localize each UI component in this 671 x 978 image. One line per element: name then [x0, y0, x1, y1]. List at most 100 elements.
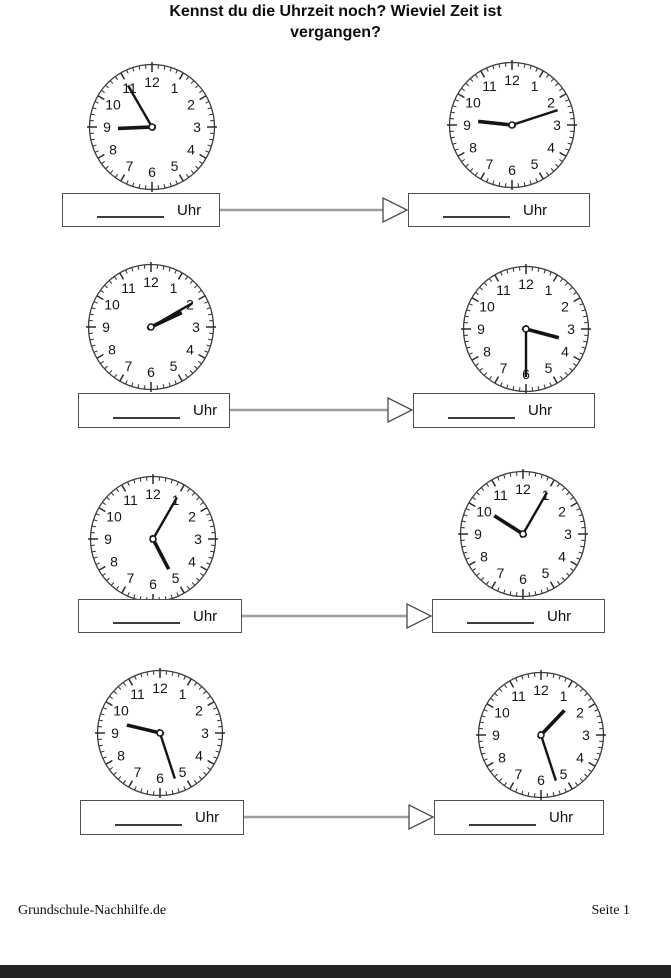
svg-text:12: 12 [144, 74, 160, 90]
unit-label: Uhr [193, 607, 218, 625]
svg-text:4: 4 [186, 341, 194, 357]
answer-blank-line [113, 416, 180, 419]
svg-text:5: 5 [545, 360, 553, 376]
answer-blank-line [113, 622, 180, 624]
svg-text:10: 10 [494, 704, 510, 720]
svg-text:11: 11 [123, 492, 138, 508]
unit-label: Uhr [549, 809, 574, 826]
svg-text:9: 9 [492, 727, 500, 743]
svg-text:9: 9 [477, 321, 485, 337]
svg-text:4: 4 [195, 747, 203, 763]
svg-text:6: 6 [147, 364, 155, 380]
svg-text:3: 3 [582, 727, 590, 743]
svg-text:2: 2 [558, 503, 566, 519]
unit-label: Uhr [528, 402, 553, 419]
svg-text:7: 7 [486, 156, 494, 172]
elapsed-time-arrow-icon [242, 602, 433, 630]
svg-text:4: 4 [187, 141, 195, 157]
svg-text:2: 2 [547, 94, 555, 110]
svg-text:4: 4 [558, 548, 566, 564]
svg-text:5: 5 [171, 158, 179, 174]
svg-text:1: 1 [545, 282, 553, 298]
elapsed-time-arrow-icon [220, 196, 409, 224]
unit-label: Uhr [195, 809, 220, 826]
svg-text:4: 4 [561, 343, 569, 359]
svg-text:3: 3 [564, 526, 572, 542]
svg-text:1: 1 [171, 80, 179, 96]
svg-text:6: 6 [537, 772, 545, 788]
footer-site-text: Grundschule-Nachhilfe.de [18, 903, 167, 918]
svg-text:6: 6 [508, 162, 516, 178]
unit-label: Uhr [547, 607, 572, 625]
svg-text:3: 3 [553, 117, 561, 133]
footer-page-number: Seite 1 [591, 903, 631, 918]
svg-text:7: 7 [125, 358, 133, 374]
svg-text:8: 8 [469, 139, 477, 155]
svg-text:6: 6 [148, 164, 156, 180]
svg-text:12: 12 [152, 680, 168, 696]
svg-text:3: 3 [193, 119, 201, 135]
answer-blank-line [469, 823, 536, 826]
svg-text:8: 8 [480, 548, 488, 564]
answer-box-end: Uhr [432, 599, 605, 633]
svg-text:1: 1 [170, 280, 178, 296]
svg-text:3: 3 [567, 321, 575, 337]
svg-text:7: 7 [127, 570, 135, 586]
svg-text:9: 9 [102, 319, 110, 335]
answer-blank-line [443, 216, 510, 218]
svg-text:6: 6 [519, 571, 527, 587]
bottom-window-bar [0, 965, 671, 978]
unit-label: Uhr [177, 201, 202, 219]
svg-text:1: 1 [531, 78, 539, 94]
svg-text:6: 6 [156, 770, 164, 786]
svg-text:7: 7 [134, 764, 142, 780]
svg-text:1: 1 [560, 688, 568, 704]
svg-text:5: 5 [179, 764, 187, 780]
svg-text:12: 12 [504, 72, 520, 88]
svg-text:8: 8 [498, 749, 506, 765]
page-title: Kennst du die Uhrzeit noch? Wieviel Zeit… [169, 3, 502, 41]
answer-blank-line [97, 216, 164, 218]
elapsed-time-arrow-icon [244, 803, 435, 831]
svg-text:7: 7 [497, 565, 505, 581]
svg-text:5: 5 [560, 766, 568, 782]
svg-text:10: 10 [106, 508, 122, 524]
svg-text:10: 10 [476, 503, 492, 519]
svg-text:3: 3 [192, 319, 200, 335]
svg-text:7: 7 [126, 158, 134, 174]
unit-label: Uhr [193, 402, 218, 419]
svg-text:5: 5 [542, 565, 550, 581]
svg-text:10: 10 [105, 96, 121, 112]
svg-text:11: 11 [493, 487, 508, 503]
svg-text:4: 4 [576, 749, 584, 765]
svg-text:11: 11 [130, 686, 145, 702]
svg-text:4: 4 [188, 553, 196, 569]
svg-text:7: 7 [515, 766, 523, 782]
svg-text:5: 5 [531, 156, 539, 172]
svg-text:1: 1 [179, 686, 187, 702]
svg-text:4: 4 [547, 139, 555, 155]
answer-box-end: Uhr [413, 393, 595, 428]
svg-text:9: 9 [104, 531, 112, 547]
svg-text:10: 10 [479, 298, 495, 314]
svg-text:11: 11 [482, 78, 497, 94]
svg-text:3: 3 [201, 725, 209, 741]
svg-text:8: 8 [483, 343, 491, 359]
answer-box-start: Uhr [62, 193, 220, 227]
answer-blank-line [467, 622, 534, 624]
svg-text:2: 2 [561, 298, 569, 314]
svg-text:3: 3 [194, 531, 202, 547]
answer-box-start: Uhr [78, 393, 230, 428]
svg-text:8: 8 [117, 747, 125, 763]
svg-text:12: 12 [145, 486, 161, 502]
svg-text:12: 12 [533, 682, 549, 698]
svg-text:2: 2 [187, 96, 195, 112]
svg-text:7: 7 [500, 360, 508, 376]
